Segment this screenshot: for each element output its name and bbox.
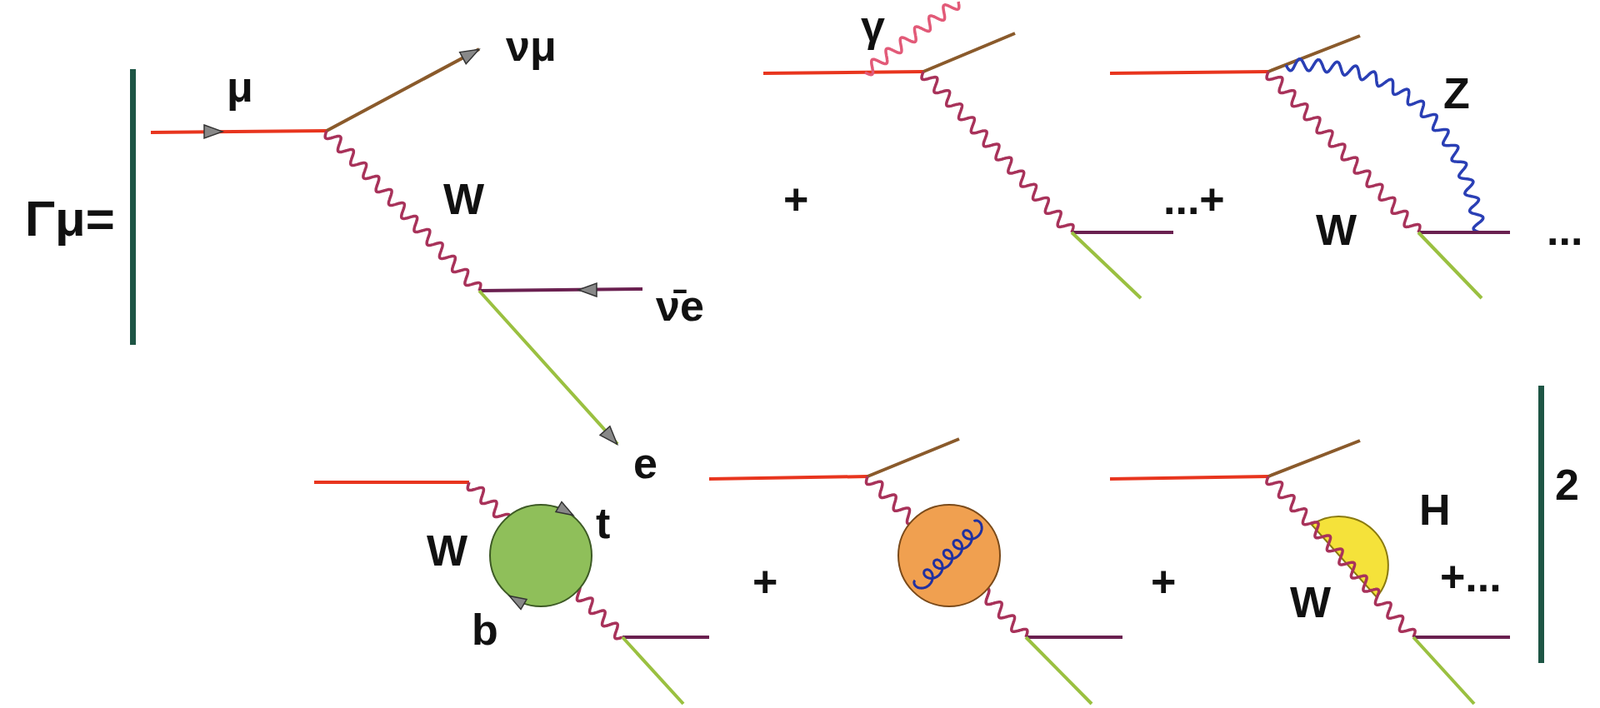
muon-line xyxy=(763,71,924,74)
electron-line xyxy=(622,637,684,705)
continuation-sign: ...+ xyxy=(1163,177,1225,221)
muon-line xyxy=(314,480,470,485)
particle-label: γ xyxy=(860,4,885,48)
arrowhead xyxy=(460,43,483,64)
continuation-sign: +... xyxy=(1440,555,1502,599)
particle-label: e xyxy=(633,441,658,485)
antineutrino-line xyxy=(1025,635,1123,640)
particle-label: H xyxy=(1419,488,1451,532)
antineutrino-line xyxy=(1418,230,1510,235)
arrowhead xyxy=(578,283,597,297)
electron-line xyxy=(1025,637,1092,705)
particle-label: W xyxy=(1290,580,1331,625)
particle-label: t xyxy=(595,501,610,545)
plus-sign: + xyxy=(783,177,809,221)
plus-sign: + xyxy=(1150,560,1176,604)
w-boson xyxy=(921,71,1074,233)
continuation-sign: ... xyxy=(1546,208,1583,252)
particle-label: νμ xyxy=(505,24,557,68)
muon-line xyxy=(150,130,327,133)
particle-label: ν̄e xyxy=(655,284,705,328)
gluon xyxy=(914,520,982,589)
bracket-bar xyxy=(130,69,136,345)
neutrino-line xyxy=(1268,440,1360,477)
electron-line xyxy=(1413,637,1475,705)
antineutrino-line xyxy=(1071,230,1174,235)
square-exponent: 2 xyxy=(1555,463,1580,507)
neutrino-line xyxy=(326,49,480,131)
width-symbol: Γμ= xyxy=(25,194,115,245)
w-boson xyxy=(1266,476,1415,638)
neutrino-line xyxy=(867,439,960,477)
arrowhead xyxy=(204,125,223,139)
neutrino-line xyxy=(923,33,1015,72)
particle-label: W xyxy=(443,177,485,221)
z-boson xyxy=(1285,59,1484,233)
particle-label: Z xyxy=(1443,71,1470,115)
arrowhead xyxy=(506,590,527,610)
bracket-bar xyxy=(1538,385,1545,664)
muon-line xyxy=(1110,476,1269,480)
electron-line xyxy=(1418,232,1482,299)
plus-sign: + xyxy=(752,560,778,604)
electron-line xyxy=(1071,232,1141,299)
particle-label: μ xyxy=(226,65,254,109)
muon-line xyxy=(1110,71,1269,74)
particle-label: W xyxy=(426,529,468,573)
antineutrino-line xyxy=(1413,635,1510,640)
qcd-loop xyxy=(898,505,1000,607)
antineutrino-line xyxy=(622,635,710,640)
antineutrino-line xyxy=(479,289,643,291)
muon-line xyxy=(709,476,868,480)
particle-label: b xyxy=(471,608,499,652)
arrowhead xyxy=(600,426,623,450)
quark-loop xyxy=(490,505,592,607)
particle-label: W xyxy=(1315,208,1357,252)
electron-line xyxy=(479,290,618,445)
arrowhead xyxy=(555,501,576,520)
